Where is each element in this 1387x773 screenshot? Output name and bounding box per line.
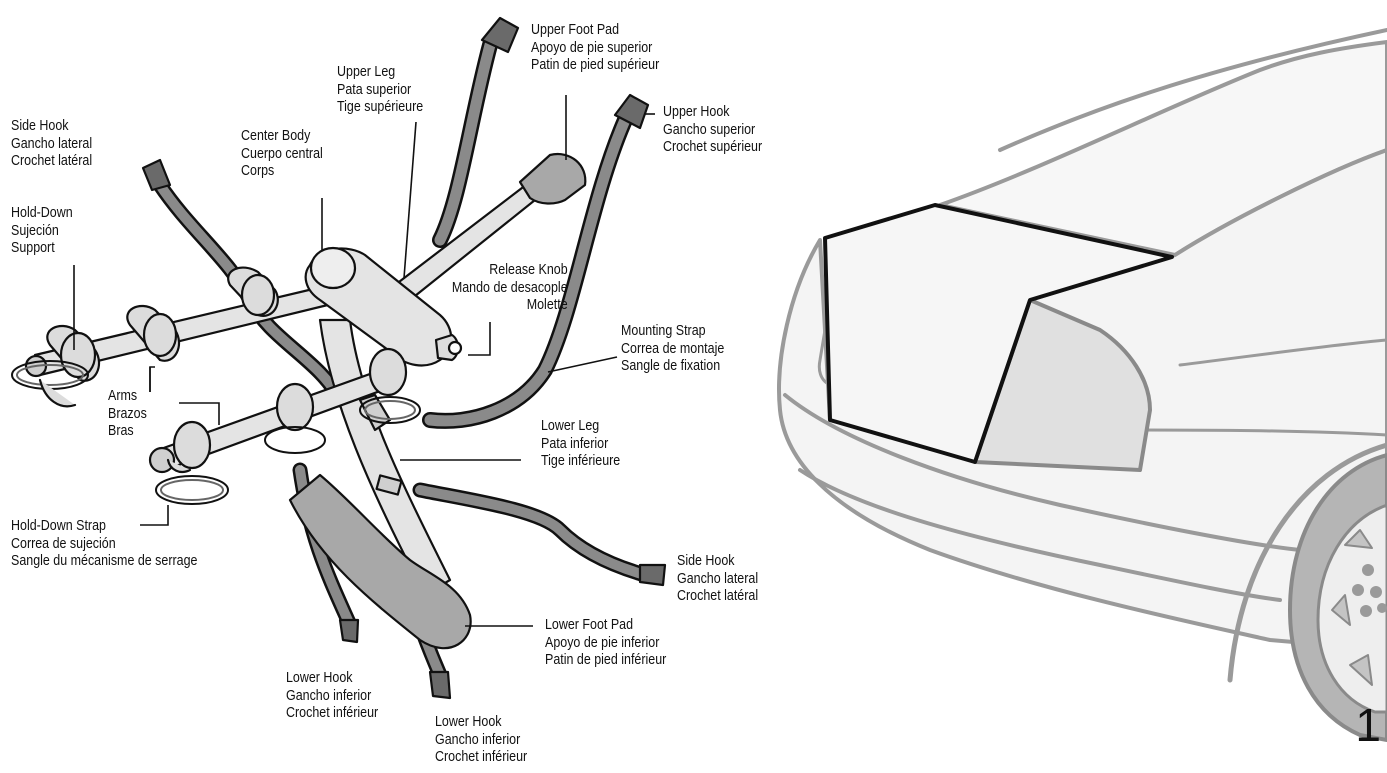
label-hold-down-strap-en: Hold-Down Strap xyxy=(11,518,106,534)
label-upper-leg-es: Pata superior xyxy=(337,81,412,98)
label-arms: Arms Brazos Bras xyxy=(108,388,147,441)
label-hold-down-strap: Hold-Down Strap Correa de sujeción Sangl… xyxy=(11,518,197,571)
label-upper-foot-pad-fr: Patin de pied supérieur xyxy=(531,57,660,73)
bike-rack-illustration xyxy=(11,16,667,700)
label-side-hook-right-en: Side Hook xyxy=(677,553,735,569)
label-lower-hook-left-es: Gancho inferior xyxy=(286,687,372,704)
label-lower-foot-pad-es: Apoyo de pie inferior xyxy=(545,634,660,651)
label-lower-hook-right: Lower Hook Gancho inferior Crochet infér… xyxy=(435,714,527,767)
label-side-hook-left-en: Side Hook xyxy=(11,118,69,134)
page-number: 1 xyxy=(1355,699,1381,751)
label-side-hook-right: Side Hook Gancho lateral Crochet latéral xyxy=(677,553,758,606)
label-side-hook-left-fr: Crochet latéral xyxy=(11,153,93,169)
upper-foot-pad xyxy=(518,152,587,205)
label-upper-hook-es: Gancho superior xyxy=(663,121,756,138)
label-lower-foot-pad: Lower Foot Pad Apoyo de pie inferior Pat… xyxy=(545,617,666,670)
label-center-body-fr: Corps xyxy=(241,163,275,179)
label-hold-down-fr: Support xyxy=(11,240,55,256)
label-hold-down-en: Hold-Down xyxy=(11,205,73,221)
label-lower-hook-right-en: Lower Hook xyxy=(435,714,502,730)
label-upper-foot-pad-en: Upper Foot Pad xyxy=(531,22,620,38)
label-lower-leg-fr: Tige inférieure xyxy=(541,453,621,469)
label-release-knob-fr: Molette xyxy=(527,297,568,313)
label-lower-leg-en: Lower Leg xyxy=(541,418,600,434)
label-lower-hook-left-en: Lower Hook xyxy=(286,670,353,686)
label-upper-foot-pad: Upper Foot Pad Apoyo de pie superior Pat… xyxy=(531,22,659,75)
car-tail-light xyxy=(973,298,1152,472)
label-upper-leg-fr: Tige supérieure xyxy=(337,99,424,115)
car-wheel-rim xyxy=(1316,503,1387,714)
car-wheel-lug-nuts xyxy=(1352,564,1387,617)
label-side-hook-right-fr: Crochet latéral xyxy=(677,588,759,604)
lower-foot-pad xyxy=(288,473,472,650)
label-hold-down-strap-es: Correa de sujeción xyxy=(11,535,116,552)
label-release-knob-es: Mando de desacople xyxy=(452,279,568,296)
upper-hook xyxy=(613,93,650,130)
label-upper-hook-en: Upper Hook xyxy=(663,104,730,120)
label-upper-hook: Upper Hook Gancho superior Crochet supér… xyxy=(663,104,762,157)
label-lower-leg-es: Pata inferior xyxy=(541,435,609,452)
label-side-hook-left: Side Hook Gancho lateral Crochet latéral xyxy=(11,118,92,171)
label-mounting-strap-fr: Sangle de fixation xyxy=(621,358,721,374)
car-trunk-lid xyxy=(823,203,1174,464)
label-arms-es: Brazos xyxy=(108,405,147,422)
label-upper-leg: Upper Leg Pata superior Tige supérieure xyxy=(337,64,423,117)
label-release-knob: Release Knob Mando de desacople Molette xyxy=(452,262,568,315)
label-release-knob-en: Release Knob xyxy=(489,262,568,278)
label-upper-leg-en: Upper Leg xyxy=(337,64,396,80)
label-lower-hook-right-es: Gancho inferior xyxy=(435,731,521,748)
car-wheel-arch xyxy=(1227,442,1387,683)
lower-hook-left-shape xyxy=(338,618,360,644)
label-arms-fr: Bras xyxy=(108,423,134,439)
label-center-body-en: Center Body xyxy=(241,128,311,144)
car-bumper xyxy=(783,393,1302,552)
label-hold-down-strap-fr: Sangle du mécanisme de serrage xyxy=(11,553,198,569)
side-hook-right-shape xyxy=(638,563,667,587)
label-mounting-strap-en: Mounting Strap xyxy=(621,323,706,339)
label-lower-hook-right-fr: Crochet inférieur xyxy=(435,749,528,765)
lower-hook-right-shape xyxy=(428,670,452,700)
hold-down-straps xyxy=(11,360,421,505)
side-hook-left-shape xyxy=(141,158,172,192)
label-lower-foot-pad-fr: Patin de pied inférieur xyxy=(545,652,667,668)
label-upper-hook-fr: Crochet supérieur xyxy=(663,139,763,155)
car-roof-line xyxy=(998,28,1387,152)
label-arms-en: Arms xyxy=(108,388,138,404)
strap-buckle xyxy=(375,474,403,496)
label-hold-down-es: Sujeción xyxy=(11,222,59,239)
label-side-hook-right-es: Gancho lateral xyxy=(677,570,759,587)
label-lower-foot-pad-en: Lower Foot Pad xyxy=(545,617,634,633)
label-lower-leg: Lower Leg Pata inferior Tige inférieure xyxy=(541,418,620,471)
label-hold-down: Hold-Down Sujeción Support xyxy=(11,205,73,258)
label-mounting-strap: Mounting Strap Correa de montaje Sangle … xyxy=(621,323,724,376)
label-lower-hook-left-fr: Crochet inférieur xyxy=(286,705,379,721)
upper-hook-strap-end xyxy=(480,16,520,54)
label-mounting-strap-es: Correa de montaje xyxy=(621,340,725,357)
label-center-body-es: Cuerpo central xyxy=(241,145,323,162)
hold-down-cradles xyxy=(46,266,408,470)
label-center-body: Center Body Cuerpo central Corps xyxy=(241,128,323,181)
label-upper-foot-pad-es: Apoyo de pie superior xyxy=(531,39,653,56)
label-lower-hook-left: Lower Hook Gancho inferior Crochet infér… xyxy=(286,670,378,723)
leader-lines xyxy=(73,95,655,627)
label-side-hook-left-es: Gancho lateral xyxy=(11,135,93,152)
